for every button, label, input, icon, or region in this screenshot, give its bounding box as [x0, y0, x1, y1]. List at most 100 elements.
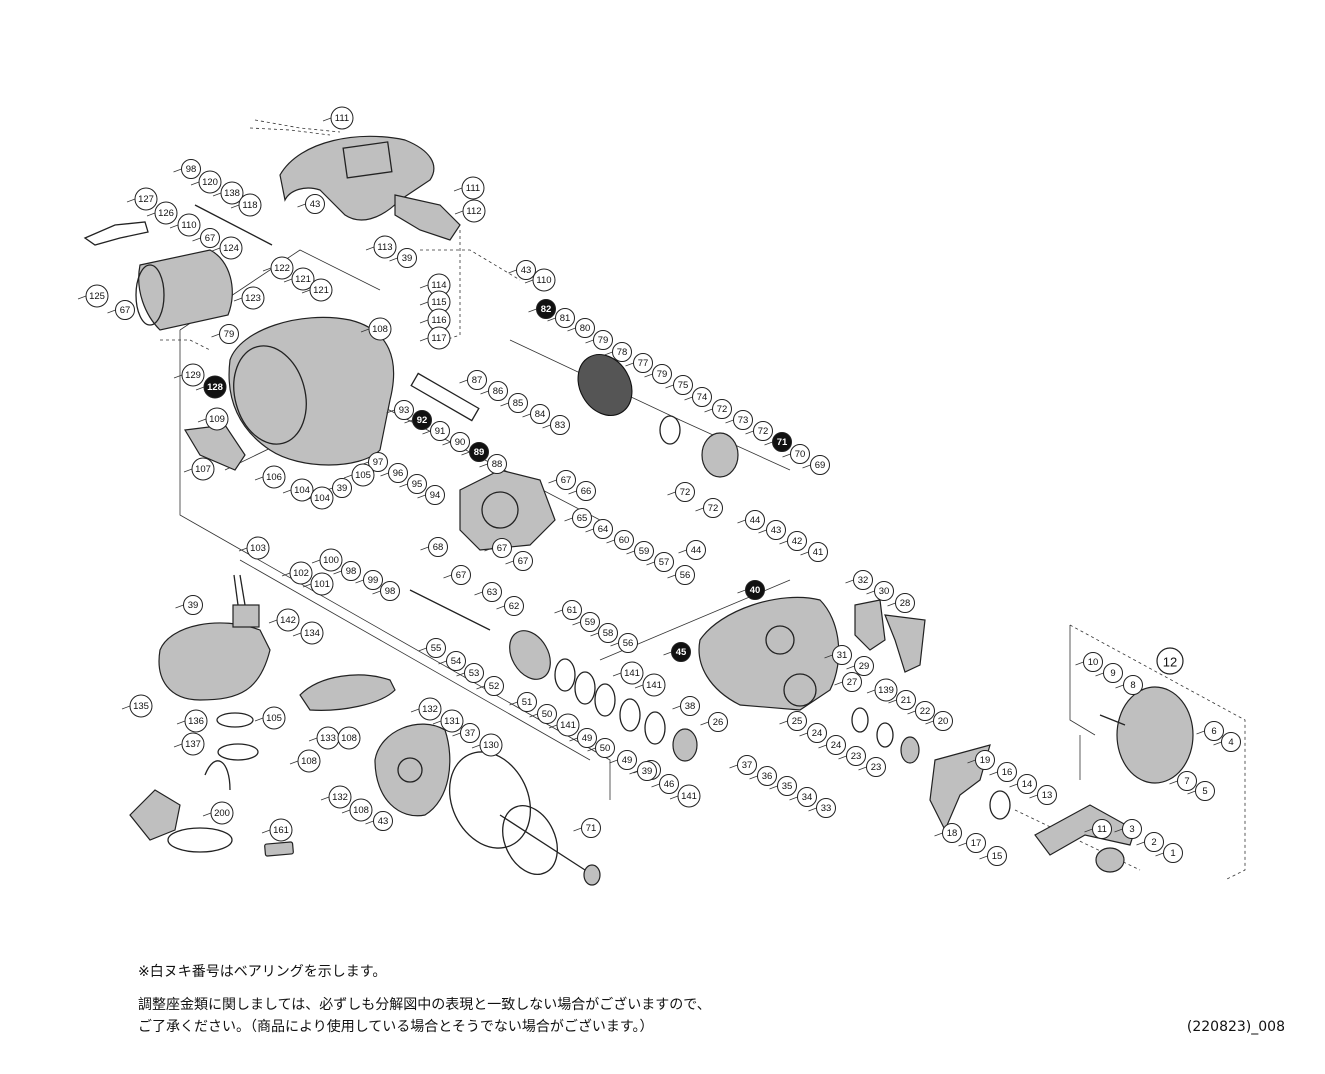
svg-text:58: 58 [603, 628, 614, 639]
svg-text:23: 23 [871, 762, 882, 773]
svg-text:134: 134 [304, 628, 320, 639]
part-callout-95: 95 [407, 474, 427, 494]
part-callout-80: 80 [575, 318, 595, 338]
part-callout-49: 49 [617, 750, 637, 770]
part-callout-43: 43 [373, 811, 393, 831]
part-callout-100: 100 [319, 548, 343, 572]
svg-text:5: 5 [1202, 786, 1207, 797]
part-callout-22: 22 [915, 701, 935, 721]
svg-text:138: 138 [224, 188, 240, 199]
svg-text:125: 125 [89, 291, 105, 302]
svg-text:94: 94 [430, 490, 441, 501]
svg-text:114: 114 [431, 280, 446, 291]
part-callout-131: 131 [440, 709, 464, 733]
svg-text:117: 117 [431, 333, 446, 344]
part-callout-108: 108 [337, 726, 361, 750]
svg-text:161: 161 [273, 825, 289, 836]
svg-text:105: 105 [355, 470, 371, 481]
svg-text:72: 72 [758, 426, 769, 437]
svg-text:89: 89 [474, 447, 485, 458]
svg-text:44: 44 [750, 515, 761, 526]
svg-text:15: 15 [992, 851, 1003, 862]
svg-text:9: 9 [1110, 668, 1115, 679]
part-callout-96: 96 [388, 463, 408, 483]
svg-text:39: 39 [188, 600, 199, 611]
svg-text:104: 104 [314, 493, 330, 504]
part-callout-88: 88 [487, 454, 507, 474]
svg-text:131: 131 [444, 716, 460, 727]
svg-text:110: 110 [536, 275, 551, 286]
part-callout-43: 43 [516, 260, 536, 280]
part-callout-105: 105 [262, 706, 286, 730]
part-callout-68: 68 [428, 537, 448, 557]
part-callout-38: 38 [680, 696, 700, 716]
svg-text:2: 2 [1151, 837, 1156, 848]
part-callout-59: 59 [580, 612, 600, 632]
svg-text:53: 53 [469, 668, 480, 679]
svg-text:26: 26 [713, 717, 724, 728]
part-callout-108: 108 [368, 317, 392, 341]
part-callout-120: 120 [198, 170, 222, 194]
svg-text:55: 55 [431, 643, 442, 654]
svg-text:88: 88 [492, 459, 503, 470]
svg-text:93: 93 [399, 405, 410, 416]
svg-text:121: 121 [313, 285, 329, 296]
part-callout-118: 118 [238, 193, 262, 217]
svg-text:82: 82 [541, 304, 552, 315]
part-callout-135: 135 [129, 694, 153, 718]
part-callout-32: 32 [853, 570, 873, 590]
svg-text:98: 98 [186, 164, 197, 175]
svg-text:105: 105 [266, 713, 282, 724]
svg-text:108: 108 [372, 324, 388, 335]
part-callout-107: 107 [191, 457, 215, 481]
svg-text:118: 118 [242, 200, 257, 211]
svg-text:10: 10 [1088, 657, 1099, 668]
svg-text:108: 108 [341, 733, 357, 744]
handle-arm-part [1034, 804, 1136, 856]
svg-text:91: 91 [435, 426, 446, 437]
svg-text:92: 92 [417, 415, 428, 426]
svg-text:42: 42 [792, 536, 803, 547]
svg-text:17: 17 [971, 838, 982, 849]
svg-text:33: 33 [821, 803, 832, 814]
part-callout-59: 59 [634, 541, 654, 561]
part-callout-121: 121 [309, 278, 333, 302]
part-callout-108: 108 [349, 798, 373, 822]
part-callout-3: 3 [1122, 819, 1142, 839]
part-callout-55: 55 [426, 638, 446, 658]
part-callout-24: 24 [826, 735, 846, 755]
svg-text:67: 67 [497, 543, 508, 554]
svg-text:57: 57 [659, 557, 670, 568]
cable-cover-part [158, 622, 271, 701]
svg-text:79: 79 [224, 329, 235, 340]
svg-text:135: 135 [133, 701, 149, 712]
svg-text:141: 141 [624, 668, 640, 679]
part-callout-129: 129 [181, 363, 205, 387]
svg-text:107: 107 [195, 464, 211, 475]
part-callout-39: 39 [637, 761, 657, 781]
bearing-note: ※白ヌキ番号はベアリングを示します。 [138, 964, 387, 980]
svg-text:75: 75 [678, 380, 689, 391]
part-callout-134: 134 [300, 621, 324, 645]
part-callout-64: 64 [593, 519, 613, 539]
svg-text:104: 104 [294, 485, 310, 496]
part-callout-132: 132 [328, 785, 352, 809]
svg-text:112: 112 [466, 206, 481, 217]
svg-text:14: 14 [1022, 779, 1033, 790]
part-callout-133: 133 [316, 726, 340, 750]
part-callout-91: 91 [430, 421, 450, 441]
part-callout-130: 130 [479, 733, 503, 757]
part-callout-126: 126 [154, 201, 178, 225]
part-callout-98: 98 [341, 561, 361, 581]
part-callout-34: 34 [797, 787, 817, 807]
part-callout-79: 79 [593, 330, 613, 350]
svg-text:45: 45 [676, 647, 687, 658]
part-callout-36: 36 [757, 766, 777, 786]
part-callout-18: 18 [942, 823, 962, 843]
part-callout-92: 92 [412, 410, 432, 430]
part-callout-42: 42 [787, 531, 807, 551]
svg-text:102: 102 [293, 568, 309, 579]
svg-text:60: 60 [619, 535, 630, 546]
part-callout-73: 73 [733, 410, 753, 430]
shim-note-line-2: ご了承ください。（商品により使用している場合とそうでない場合がございます。） [138, 1019, 654, 1035]
